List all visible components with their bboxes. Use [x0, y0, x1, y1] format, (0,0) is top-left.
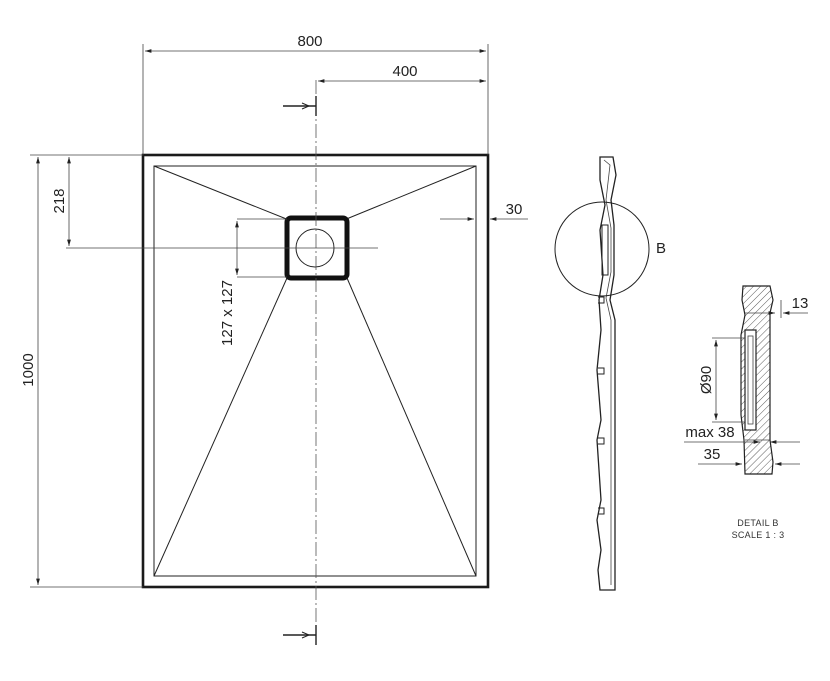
tray-outline	[141, 153, 490, 589]
dimension-height: 35	[698, 446, 800, 466]
plan-view: 800 400 1000 218 127 x 127	[20, 33, 528, 645]
dimension-detail-thickness: 13	[745, 295, 808, 318]
drain-size-label: 127 x 127	[219, 280, 236, 346]
half-width-label: 400	[392, 63, 417, 80]
detail-thickness-label: 13	[792, 295, 809, 312]
height-label: 35	[704, 446, 721, 463]
drain-diameter-label: Ø90	[698, 366, 715, 394]
detail-caption-title: DETAIL B	[737, 518, 778, 528]
dimension-max-height: max 38	[684, 424, 800, 444]
edge-label: 30	[506, 201, 523, 218]
detail-caption-scale: SCALE 1 : 3	[732, 530, 785, 540]
dimension-half-width: 400	[318, 63, 486, 83]
dimension-width: 800	[142, 33, 489, 155]
dimension-drain-size: 127 x 127	[219, 218, 287, 346]
dimension-drain-offset: 218	[51, 157, 71, 246]
slope-lines	[153, 165, 477, 577]
drain-offset-label: 218	[51, 188, 68, 213]
max-height-label: max 38	[685, 424, 734, 441]
section-marker-bottom	[283, 625, 317, 645]
dimension-drain-diameter: Ø90	[698, 337, 745, 423]
dimension-edge: 30	[440, 201, 528, 221]
length-label: 1000	[20, 353, 37, 386]
section-marker-top	[283, 96, 317, 116]
detail-b: 13 Ø90 max 38 35 DETAIL B SCALE 1 : 3	[684, 285, 808, 540]
dimension-length: 1000	[20, 154, 143, 588]
section-view: B	[554, 156, 666, 591]
detail-circle	[554, 201, 650, 297]
tray-inner-rim	[153, 165, 477, 577]
width-label: 800	[297, 33, 322, 50]
section-notches	[598, 296, 605, 515]
detail-marker-label: B	[656, 240, 666, 257]
